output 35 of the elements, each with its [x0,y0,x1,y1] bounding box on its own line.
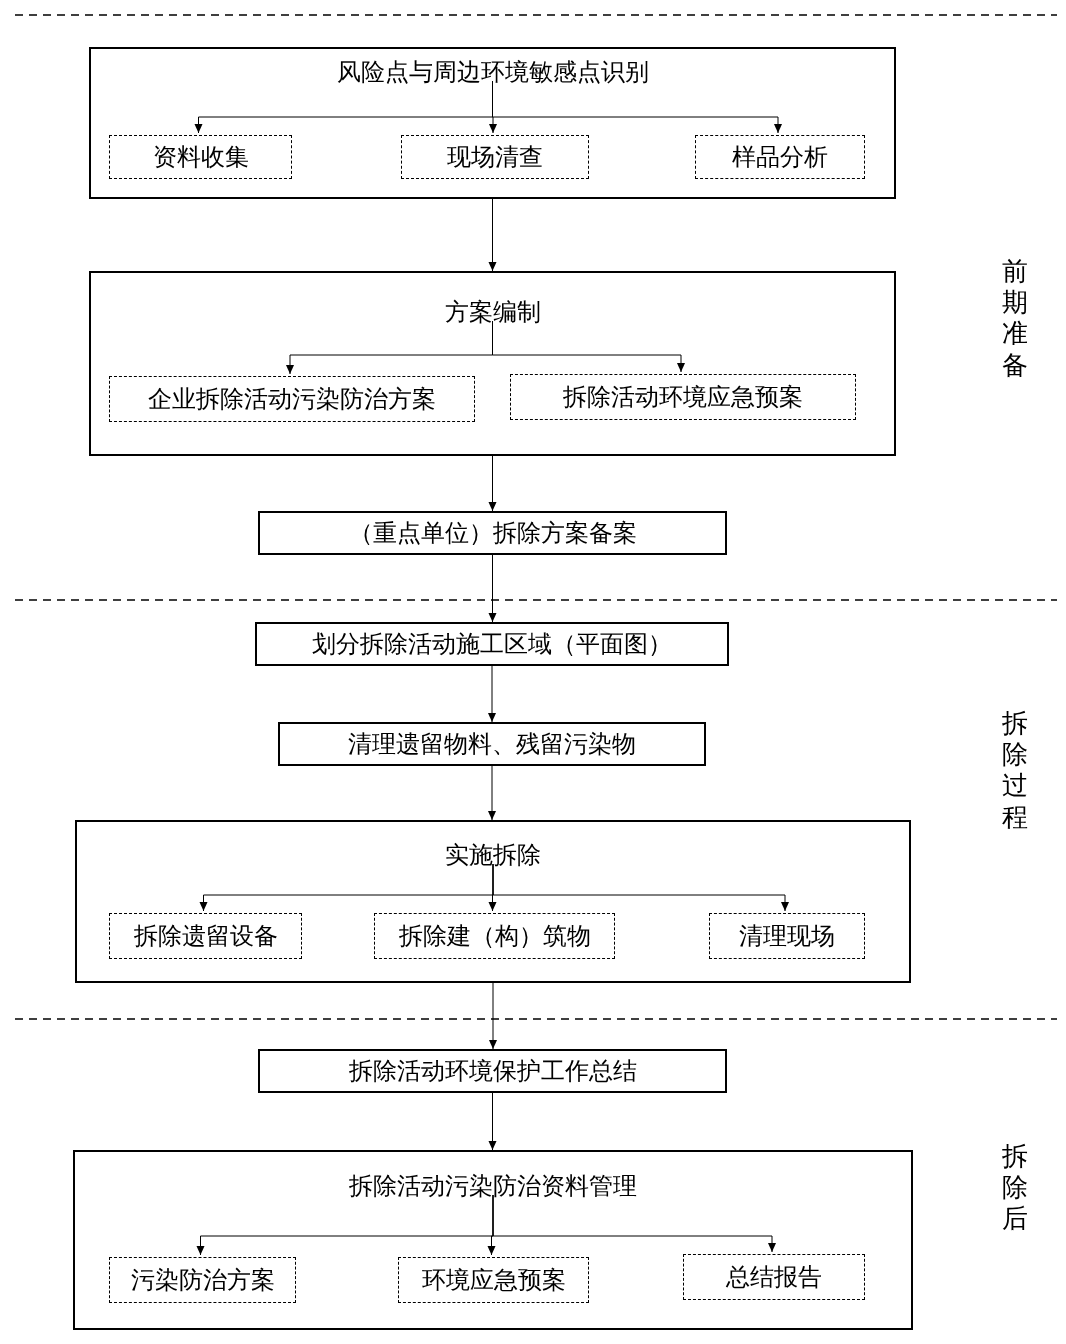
process-box: 拆除活动环境保护工作总结 [258,1049,727,1093]
group-box [89,47,896,199]
arrow [488,765,496,821]
phase-label: 前期准备 [1002,256,1028,381]
arrow [488,665,496,723]
process-box: 清理遗留物料、残留污染物 [278,722,706,766]
phase-label: 拆除后 [1002,1141,1028,1235]
sub-step-box: 样品分析 [695,135,865,179]
group-box [75,820,911,983]
sub-step-box: 现场清查 [401,135,589,179]
arrow [492,863,789,912]
box-heading: 拆除活动污染防治资料管理 [348,1172,638,1201]
sub-step-box: 拆除建（构）筑物 [374,913,615,959]
sub-step-box: 环境应急预案 [398,1257,589,1303]
sub-step-box: 污染防治方案 [109,1257,296,1303]
arrow [488,554,497,623]
arrow [488,1092,497,1151]
sub-step-box: 资料收集 [109,135,292,179]
box-heading: 风险点与周边环境敏感点识别 [335,58,650,87]
sub-step-box: 企业拆除活动污染防治方案 [109,376,475,422]
group-box [89,271,896,456]
sub-step-box: 总结报告 [683,1254,865,1300]
process-box: 划分拆除活动施工区域（平面图） [255,622,729,666]
box-heading: 方案编制 [443,298,542,327]
group-box [73,1150,913,1330]
sub-step-box: 拆除活动环境应急预案 [510,374,856,420]
sub-step-box: 拆除遗留设备 [109,913,302,959]
process-box: （重点单位）拆除方案备案 [258,511,727,555]
phase-label: 拆除过程 [1002,708,1028,833]
arrow [488,198,497,272]
arrow [489,982,497,1050]
arrow [492,1194,776,1253]
arrow [488,455,497,512]
sub-step-box: 清理现场 [709,913,865,959]
box-heading: 实施拆除 [444,841,542,870]
